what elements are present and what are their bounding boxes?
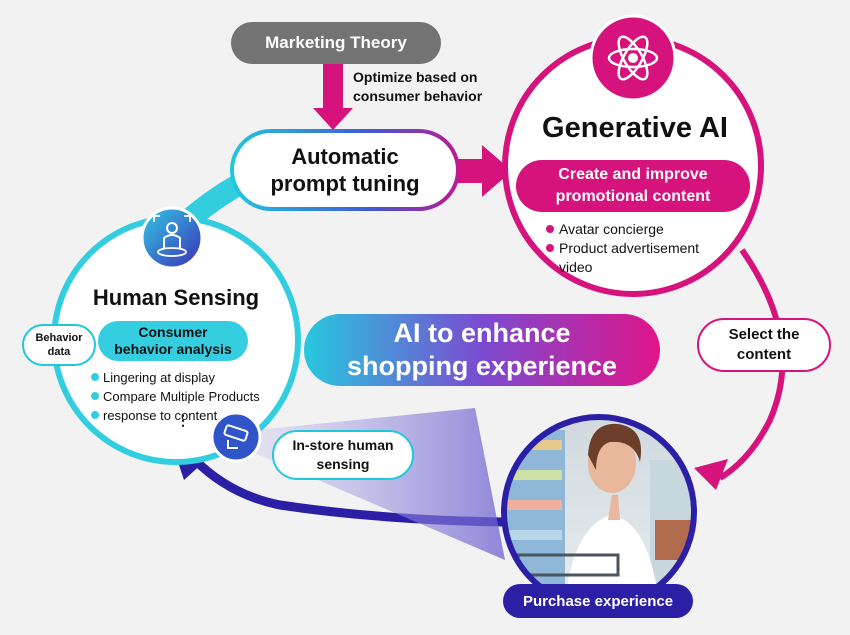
optimize-label: Optimize based on consumer behavior bbox=[353, 68, 523, 106]
list-item-label: Avatar concierge bbox=[559, 221, 664, 237]
person-sensing-icon bbox=[140, 206, 204, 270]
select-content-pill: Select the content bbox=[697, 318, 831, 372]
center-headline-line1: AI to enhance bbox=[393, 318, 571, 348]
automatic-prompt-line2: prompt tuning bbox=[270, 171, 420, 196]
instore-sensing-pill: In-store human sensing bbox=[272, 430, 414, 480]
create-improve-line2: promotional content bbox=[555, 188, 711, 205]
behavior-data-line1: Behavior bbox=[35, 332, 83, 344]
optimize-line2: consumer behavior bbox=[353, 88, 483, 104]
purchase-experience-pill: Purchase experience bbox=[503, 584, 693, 618]
list-item: response to content bbox=[91, 406, 291, 425]
list-item-label: Product advertisement bbox=[559, 240, 700, 256]
consumer-analysis-line1: Consumer bbox=[138, 324, 208, 340]
automatic-prompt-line1: Automatic bbox=[291, 144, 399, 169]
list-item-label: Lingering at display bbox=[103, 370, 216, 385]
marketing-theory-pill: Marketing Theory bbox=[231, 22, 441, 64]
bullet-dot bbox=[546, 225, 554, 233]
center-headline-pill: AI to enhance shopping experience bbox=[304, 314, 660, 386]
instore-sensing-line2: sensing bbox=[316, 456, 370, 472]
bullet-dot bbox=[91, 411, 99, 419]
create-improve-pill: Create and improve promotional content bbox=[516, 160, 750, 212]
consumer-analysis-line2: behavior analysis bbox=[114, 341, 232, 357]
atom-icon bbox=[589, 14, 677, 102]
behavior-data-pill: Behavior data bbox=[22, 324, 96, 366]
generative-ai-title: Generative AI bbox=[542, 112, 728, 144]
consumer-analysis-pill: Consumer behavior analysis bbox=[98, 321, 248, 361]
arc-select-head bbox=[694, 459, 728, 490]
more-items-ellipsis: ⋮ bbox=[176, 412, 190, 428]
generative-ai-list: Avatar concierge Product advertisement v… bbox=[546, 220, 746, 277]
arc-select-content bbox=[718, 248, 786, 481]
human-sensing-list: Lingering at display Compare Multiple Pr… bbox=[91, 368, 291, 425]
list-item-label: Compare Multiple Products bbox=[103, 389, 260, 404]
automatic-prompt-pill: Automatic prompt tuning bbox=[234, 133, 456, 207]
list-item: Avatar concierge bbox=[546, 220, 746, 239]
select-content-line1: Select the bbox=[728, 326, 800, 343]
arrow-magenta-head bbox=[482, 145, 512, 197]
select-content-line2: content bbox=[736, 346, 792, 363]
arrow-grey-head bbox=[313, 108, 353, 130]
list-item: Lingering at display bbox=[91, 368, 291, 387]
human-sensing-title: Human Sensing bbox=[92, 285, 260, 310]
list-item: Compare Multiple Products bbox=[91, 387, 291, 406]
list-item-label: response to content bbox=[103, 408, 218, 423]
bullet-dot bbox=[91, 392, 99, 400]
marketing-theory-label: Marketing Theory bbox=[265, 33, 407, 52]
center-headline-line2: shopping experience bbox=[346, 351, 618, 381]
optimize-line1: Optimize based on bbox=[353, 69, 478, 85]
instore-sensing-line1: In-store human bbox=[292, 437, 394, 453]
list-item: Product advertisement bbox=[546, 239, 746, 258]
bullet-dot bbox=[91, 373, 99, 381]
behavior-data-line2: data bbox=[47, 346, 71, 358]
create-improve-line1: Create and improve bbox=[558, 166, 708, 183]
bullet-dot bbox=[546, 244, 554, 252]
arrow-magenta-shaft bbox=[456, 159, 486, 183]
purchase-experience-label: Purchase experience bbox=[522, 592, 674, 610]
arrow-grey-shaft bbox=[323, 62, 343, 112]
camera-icon bbox=[210, 411, 262, 463]
list-item-continuation: video bbox=[559, 259, 593, 275]
